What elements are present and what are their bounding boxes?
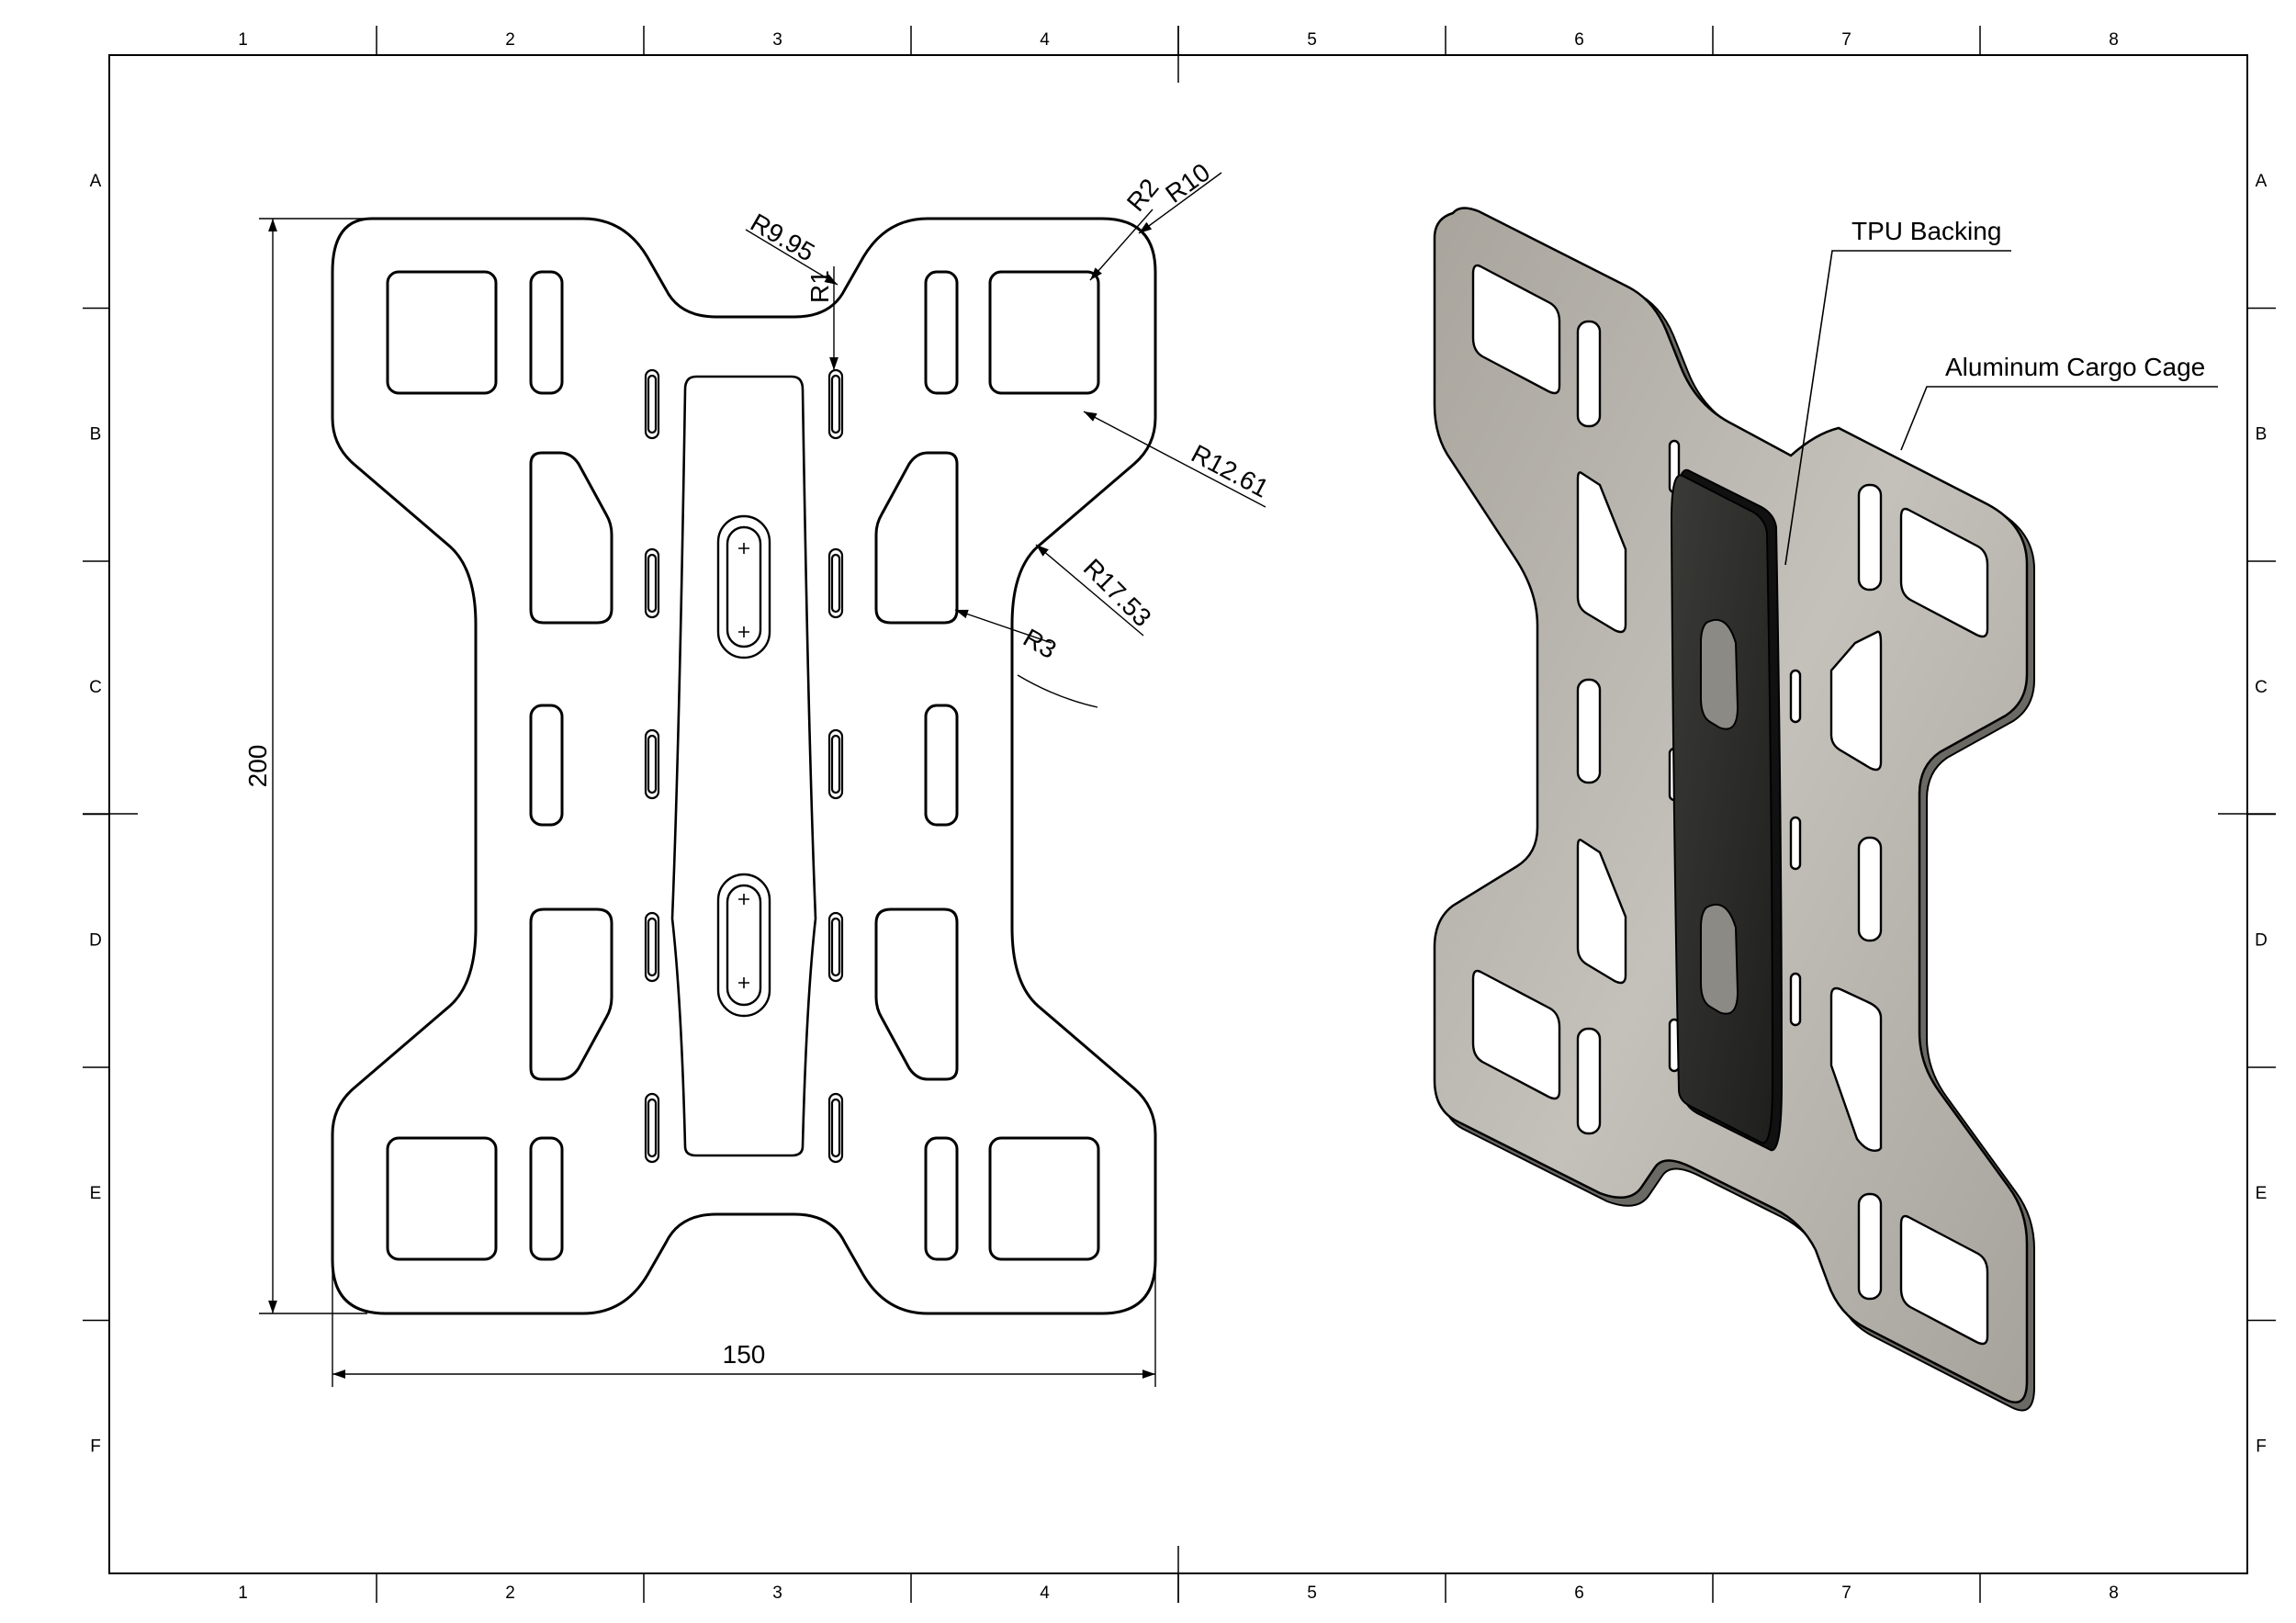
zone-column-label: 2 (505, 1584, 515, 1603)
window-top-right (988, 270, 1100, 395)
zone-column-label: 1 (238, 30, 248, 50)
height-dimension: 200 (243, 745, 272, 788)
window-bottom-right (988, 1136, 1100, 1261)
zone-column-label: 4 (1040, 30, 1050, 50)
radius-r1: R1 (805, 270, 834, 303)
tpu-pad-outline (670, 375, 817, 1157)
zone-row-label: E (2256, 1184, 2268, 1203)
zone-column-label: 8 (2109, 1584, 2119, 1603)
zone-ticks (83, 26, 2276, 1603)
window-bottom-left (386, 1136, 498, 1261)
window-top-left (386, 270, 498, 395)
zone-row-label: B (2256, 424, 2268, 444)
zone-row-label: E (90, 1184, 102, 1203)
zone-row-label: B (90, 424, 102, 444)
plate-outline (331, 217, 1157, 1315)
zone-column-label: 5 (1307, 30, 1317, 50)
zone-column-label: 7 (1841, 1584, 1851, 1603)
zone-row-label: C (2255, 678, 2268, 697)
zone-column-label: 5 (1307, 1584, 1317, 1603)
zone-column-label: 3 (772, 30, 782, 50)
width-dimension: 150 (723, 1340, 766, 1369)
zone-column-label: 4 (1040, 1584, 1050, 1603)
zone-column-label: 2 (505, 30, 515, 50)
zone-column-label: 8 (2109, 30, 2119, 50)
zone-row-label: A (2256, 172, 2268, 191)
zone-column-label: 7 (1841, 30, 1851, 50)
callout-tpu-backing: TPU Backing (1851, 217, 2002, 245)
tpu-backing-pad (1670, 468, 1784, 1152)
zone-column-label: 6 (1574, 30, 1584, 50)
zone-row-label: D (2255, 930, 2268, 950)
zone-column-label: 3 (772, 1584, 782, 1603)
front-view (331, 217, 1157, 1315)
zone-row-label: D (89, 930, 102, 950)
zone-row-label: F (2256, 1437, 2267, 1456)
callout-leaders (1784, 250, 2218, 566)
callout-aluminum-cargo-cage: Aluminum Cargo Cage (1945, 353, 2206, 381)
zone-row-label: A (90, 172, 102, 191)
zone-row-label: F (90, 1437, 101, 1456)
zone-row-label: C (89, 678, 102, 697)
zone-column-label: 1 (238, 1584, 248, 1603)
dimension-lines (259, 172, 1266, 1387)
zone-column-label: 6 (1574, 1584, 1584, 1603)
